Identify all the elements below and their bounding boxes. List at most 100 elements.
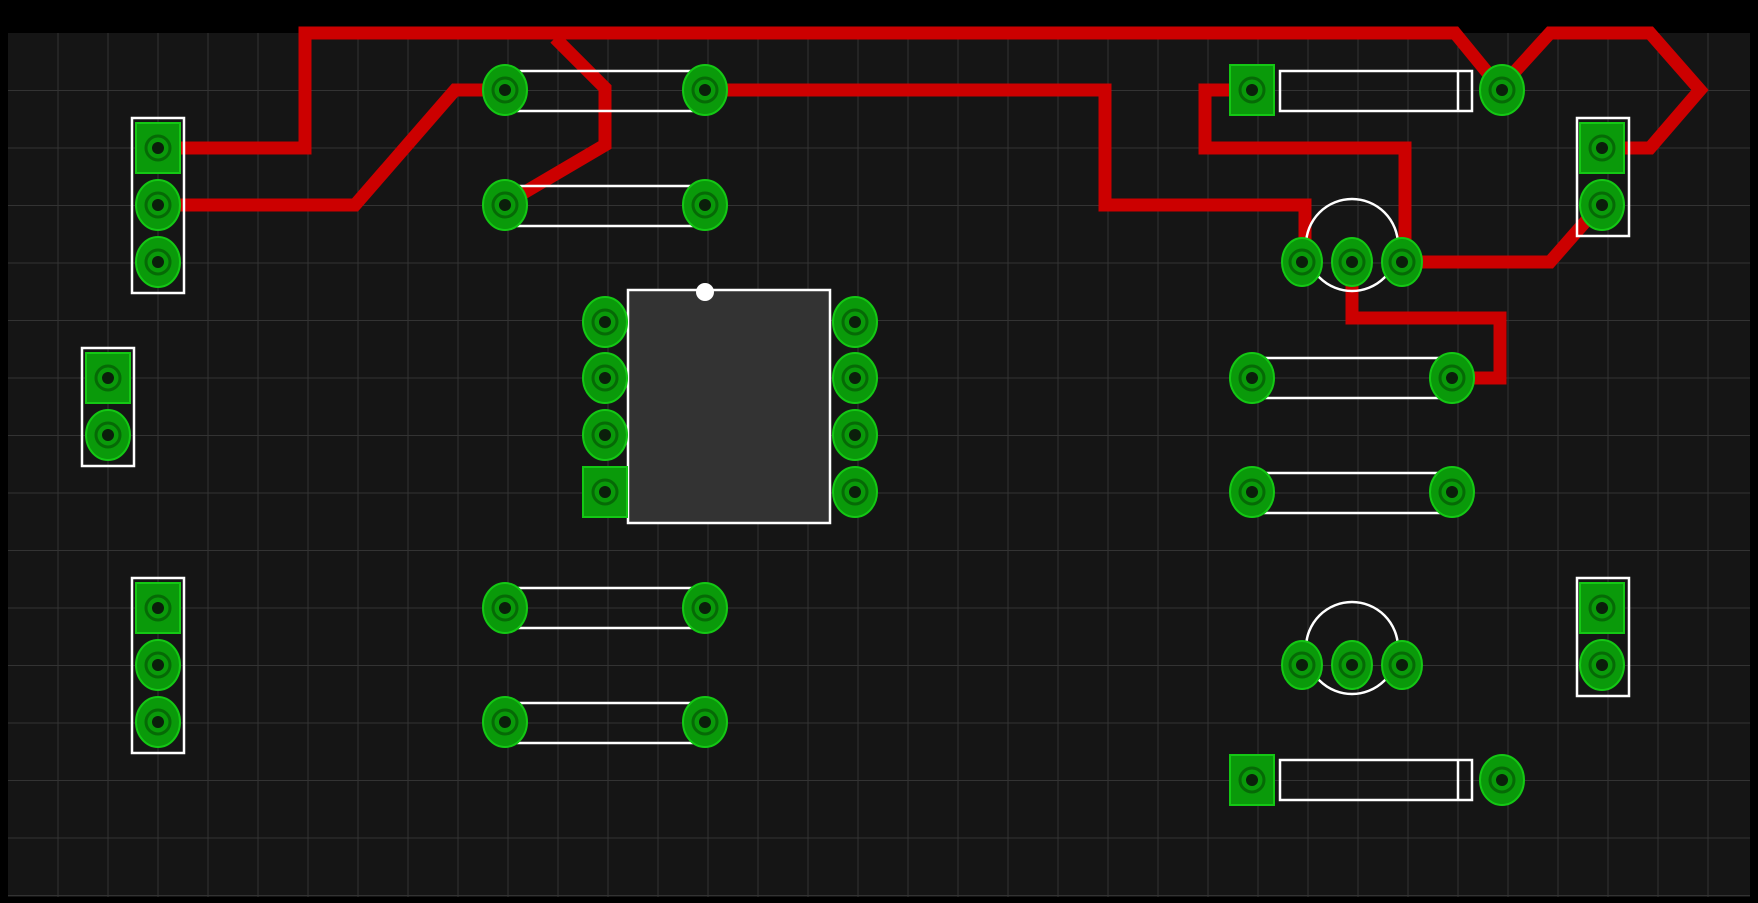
pad-drill-hole (1596, 142, 1608, 154)
outline-conn-left-3pin-top (130, 116, 186, 295)
trace-top-bus[interactable] (158, 26, 1506, 155)
pad-drill-hole (1446, 486, 1458, 498)
diode-bottom-pad[interactable] (1479, 754, 1525, 806)
pcb-board[interactable] (8, 33, 1750, 897)
trace-transistor-to-conn[interactable] (1405, 200, 1605, 269)
pad-drill-hole (1246, 486, 1258, 498)
resistor-6-pad[interactable] (1429, 466, 1475, 518)
diode-bottom-pad[interactable] (1229, 754, 1275, 806)
pad-annular-ring (1238, 364, 1266, 392)
pad-drill-hole (152, 659, 164, 671)
diode-top-pad[interactable] (1479, 64, 1525, 116)
conn-left-3pin-top-pad[interactable] (135, 122, 181, 174)
conn-left-3pin-top-pad[interactable] (135, 236, 181, 288)
conn-left-3pin-bottom-pad[interactable] (135, 582, 181, 634)
pad-drill-hole (1346, 659, 1358, 671)
pad-annular-ring (591, 421, 619, 449)
pad-annular-ring (144, 708, 172, 736)
pad-drill-hole (1496, 84, 1508, 96)
conn-left-3pin-bottom-pad[interactable] (135, 696, 181, 748)
resistor-4-pad[interactable] (482, 696, 528, 748)
trace-diode-to-transistor[interactable] (1198, 83, 1412, 262)
outline-conn-left-2pin (80, 346, 136, 468)
pad-annular-ring (1438, 478, 1466, 506)
transistor-bottom-pad[interactable] (1281, 640, 1323, 690)
pad-annular-ring (144, 651, 172, 679)
outline-diode-top (1278, 69, 1474, 113)
ic-dip8-pad[interactable] (582, 409, 628, 461)
trace-diode-jumper[interactable] (516, 33, 612, 201)
ic-dip8-pad[interactable] (832, 296, 878, 348)
pad-drill-hole (102, 372, 114, 384)
pad-annular-ring (1588, 651, 1616, 679)
conn-right-2pin-bottom-pad[interactable] (1579, 639, 1625, 691)
pad-drill-hole (699, 602, 711, 614)
pad-drill-hole (1496, 774, 1508, 786)
pad-drill-hole (599, 429, 611, 441)
conn-right-2pin-bottom-pad[interactable] (1579, 582, 1625, 634)
transistor-top-pad[interactable] (1381, 237, 1423, 287)
ic-dip8-pad[interactable] (832, 352, 878, 404)
conn-right-2pin-top-pad[interactable] (1579, 179, 1625, 231)
transistor-top-pad[interactable] (1331, 237, 1373, 287)
resistor-3-pad[interactable] (682, 582, 728, 634)
pad-annular-ring (1588, 134, 1616, 162)
trace-resistor-to-transistor[interactable] (705, 83, 1312, 250)
pad-annular-ring (1438, 364, 1466, 392)
pad-drill-hole (699, 84, 711, 96)
pad-annular-ring (1588, 191, 1616, 219)
resistor-3-pad[interactable] (482, 582, 528, 634)
conn-left-2pin-pad[interactable] (85, 409, 131, 461)
pad-drill-hole (849, 486, 861, 498)
outline-conn-right-2pin-bottom (1575, 576, 1631, 698)
pad-annular-ring (94, 364, 122, 392)
ic-dip8-pad[interactable] (832, 409, 878, 461)
conn-left-2pin-pad[interactable] (85, 352, 131, 404)
pad-drill-hole (599, 486, 611, 498)
pad-annular-ring (841, 421, 869, 449)
transistor-bottom-pad[interactable] (1331, 640, 1373, 690)
pad-drill-hole (1596, 659, 1608, 671)
conn-left-3pin-bottom-pad[interactable] (135, 639, 181, 691)
trace-right-loop[interactable] (1495, 26, 1709, 155)
pad-annular-ring (1288, 651, 1316, 679)
resistor-1-pad[interactable] (482, 64, 528, 116)
pad-annular-ring (1588, 594, 1616, 622)
pad-annular-ring (691, 76, 719, 104)
pad-drill-hole (152, 256, 164, 268)
ic-dip8-pad[interactable] (832, 466, 878, 518)
conn-left-3pin-top-pad[interactable] (135, 179, 181, 231)
ic-dip8-pad[interactable] (582, 352, 628, 404)
trace-conn-to-resistor[interactable] (158, 83, 505, 212)
pad-annular-ring (491, 191, 519, 219)
resistor-4-pad[interactable] (682, 696, 728, 748)
ic-dip8-pad[interactable] (582, 296, 628, 348)
pad-drill-hole (599, 372, 611, 384)
ic-pin1-marker (696, 283, 714, 301)
resistor-6-pad[interactable] (1229, 466, 1275, 518)
transistor-top-pad[interactable] (1281, 237, 1323, 287)
pad-annular-ring (691, 191, 719, 219)
trace-layer (158, 26, 1709, 385)
pad-annular-ring (1338, 248, 1366, 276)
pad-drill-hole (152, 602, 164, 614)
resistor-2-pad[interactable] (482, 179, 528, 231)
pad-annular-ring (1238, 766, 1266, 794)
ic-dip8-pad[interactable] (582, 466, 628, 518)
pad-drill-hole (1246, 84, 1258, 96)
conn-right-2pin-top-pad[interactable] (1579, 122, 1625, 174)
resistor-2-pad[interactable] (682, 179, 728, 231)
pad-drill-hole (499, 199, 511, 211)
resistor-1-pad[interactable] (682, 64, 728, 116)
transistor-bottom-pad[interactable] (1381, 640, 1423, 690)
pad-annular-ring (144, 134, 172, 162)
trace-transistor-to-resistor[interactable] (1345, 262, 1507, 385)
diode-top-pad[interactable] (1229, 64, 1275, 116)
resistor-5-pad[interactable] (1429, 352, 1475, 404)
resistor-5-pad[interactable] (1229, 352, 1275, 404)
pad-annular-ring (591, 308, 619, 336)
pad-drill-hole (1396, 659, 1408, 671)
ic-dip8[interactable] (626, 283, 832, 525)
